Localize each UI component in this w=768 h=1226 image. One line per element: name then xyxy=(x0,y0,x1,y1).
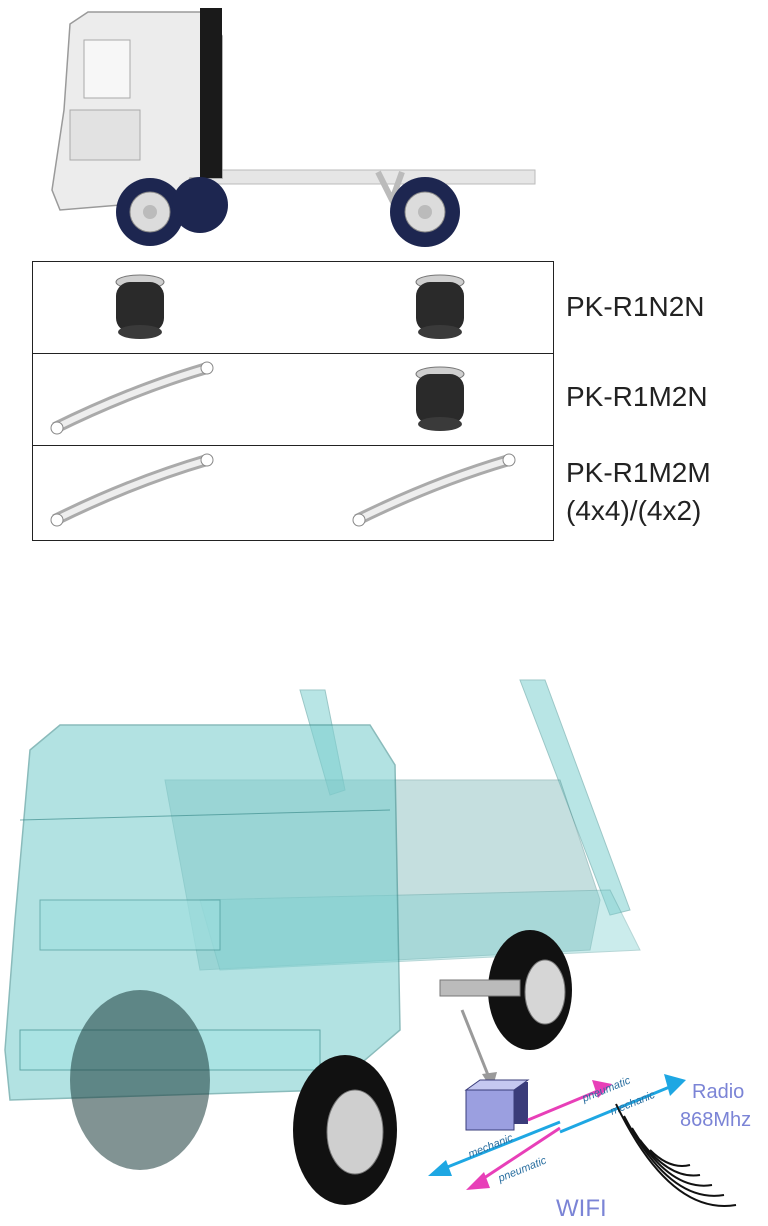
radio-waves-icon xyxy=(615,1103,737,1207)
leaf-spring-icon xyxy=(50,453,214,527)
wifi-label: WIFI xyxy=(556,1195,607,1222)
leaf-spring-icon xyxy=(50,361,214,435)
config-code-2: PK-R1M2N xyxy=(566,381,708,412)
config-row-2 xyxy=(33,354,553,446)
air-spring-icon xyxy=(115,274,165,339)
truck-side-icon xyxy=(51,8,536,247)
config-row-1 xyxy=(33,262,553,354)
config-row-3 xyxy=(33,446,553,540)
arrow-label-pneumatic-2: pneumatic xyxy=(496,1154,549,1185)
sensor-box-icon xyxy=(464,1079,530,1131)
config-code-3: PK-R1M2M xyxy=(566,457,711,488)
arrow-label-mechanic-2: mechanic xyxy=(467,1132,516,1161)
radio-frequency-label: 868Mhz xyxy=(680,1109,751,1131)
suspension-config-table xyxy=(32,261,554,541)
radio-label: Radio xyxy=(692,1081,744,1103)
air-spring-icon xyxy=(415,274,465,339)
config-sub-3: (4x4)/(4x2) xyxy=(566,495,702,526)
air-spring-icon xyxy=(415,366,465,431)
config-code-1: PK-R1N2N xyxy=(566,291,705,322)
leaf-spring-icon xyxy=(352,453,516,527)
arrow-label-mechanic-1: mechanic xyxy=(609,1089,658,1118)
truck-3d-diagram: pneumatic mechanic mechanic pneumatic Ra… xyxy=(4,679,751,1222)
